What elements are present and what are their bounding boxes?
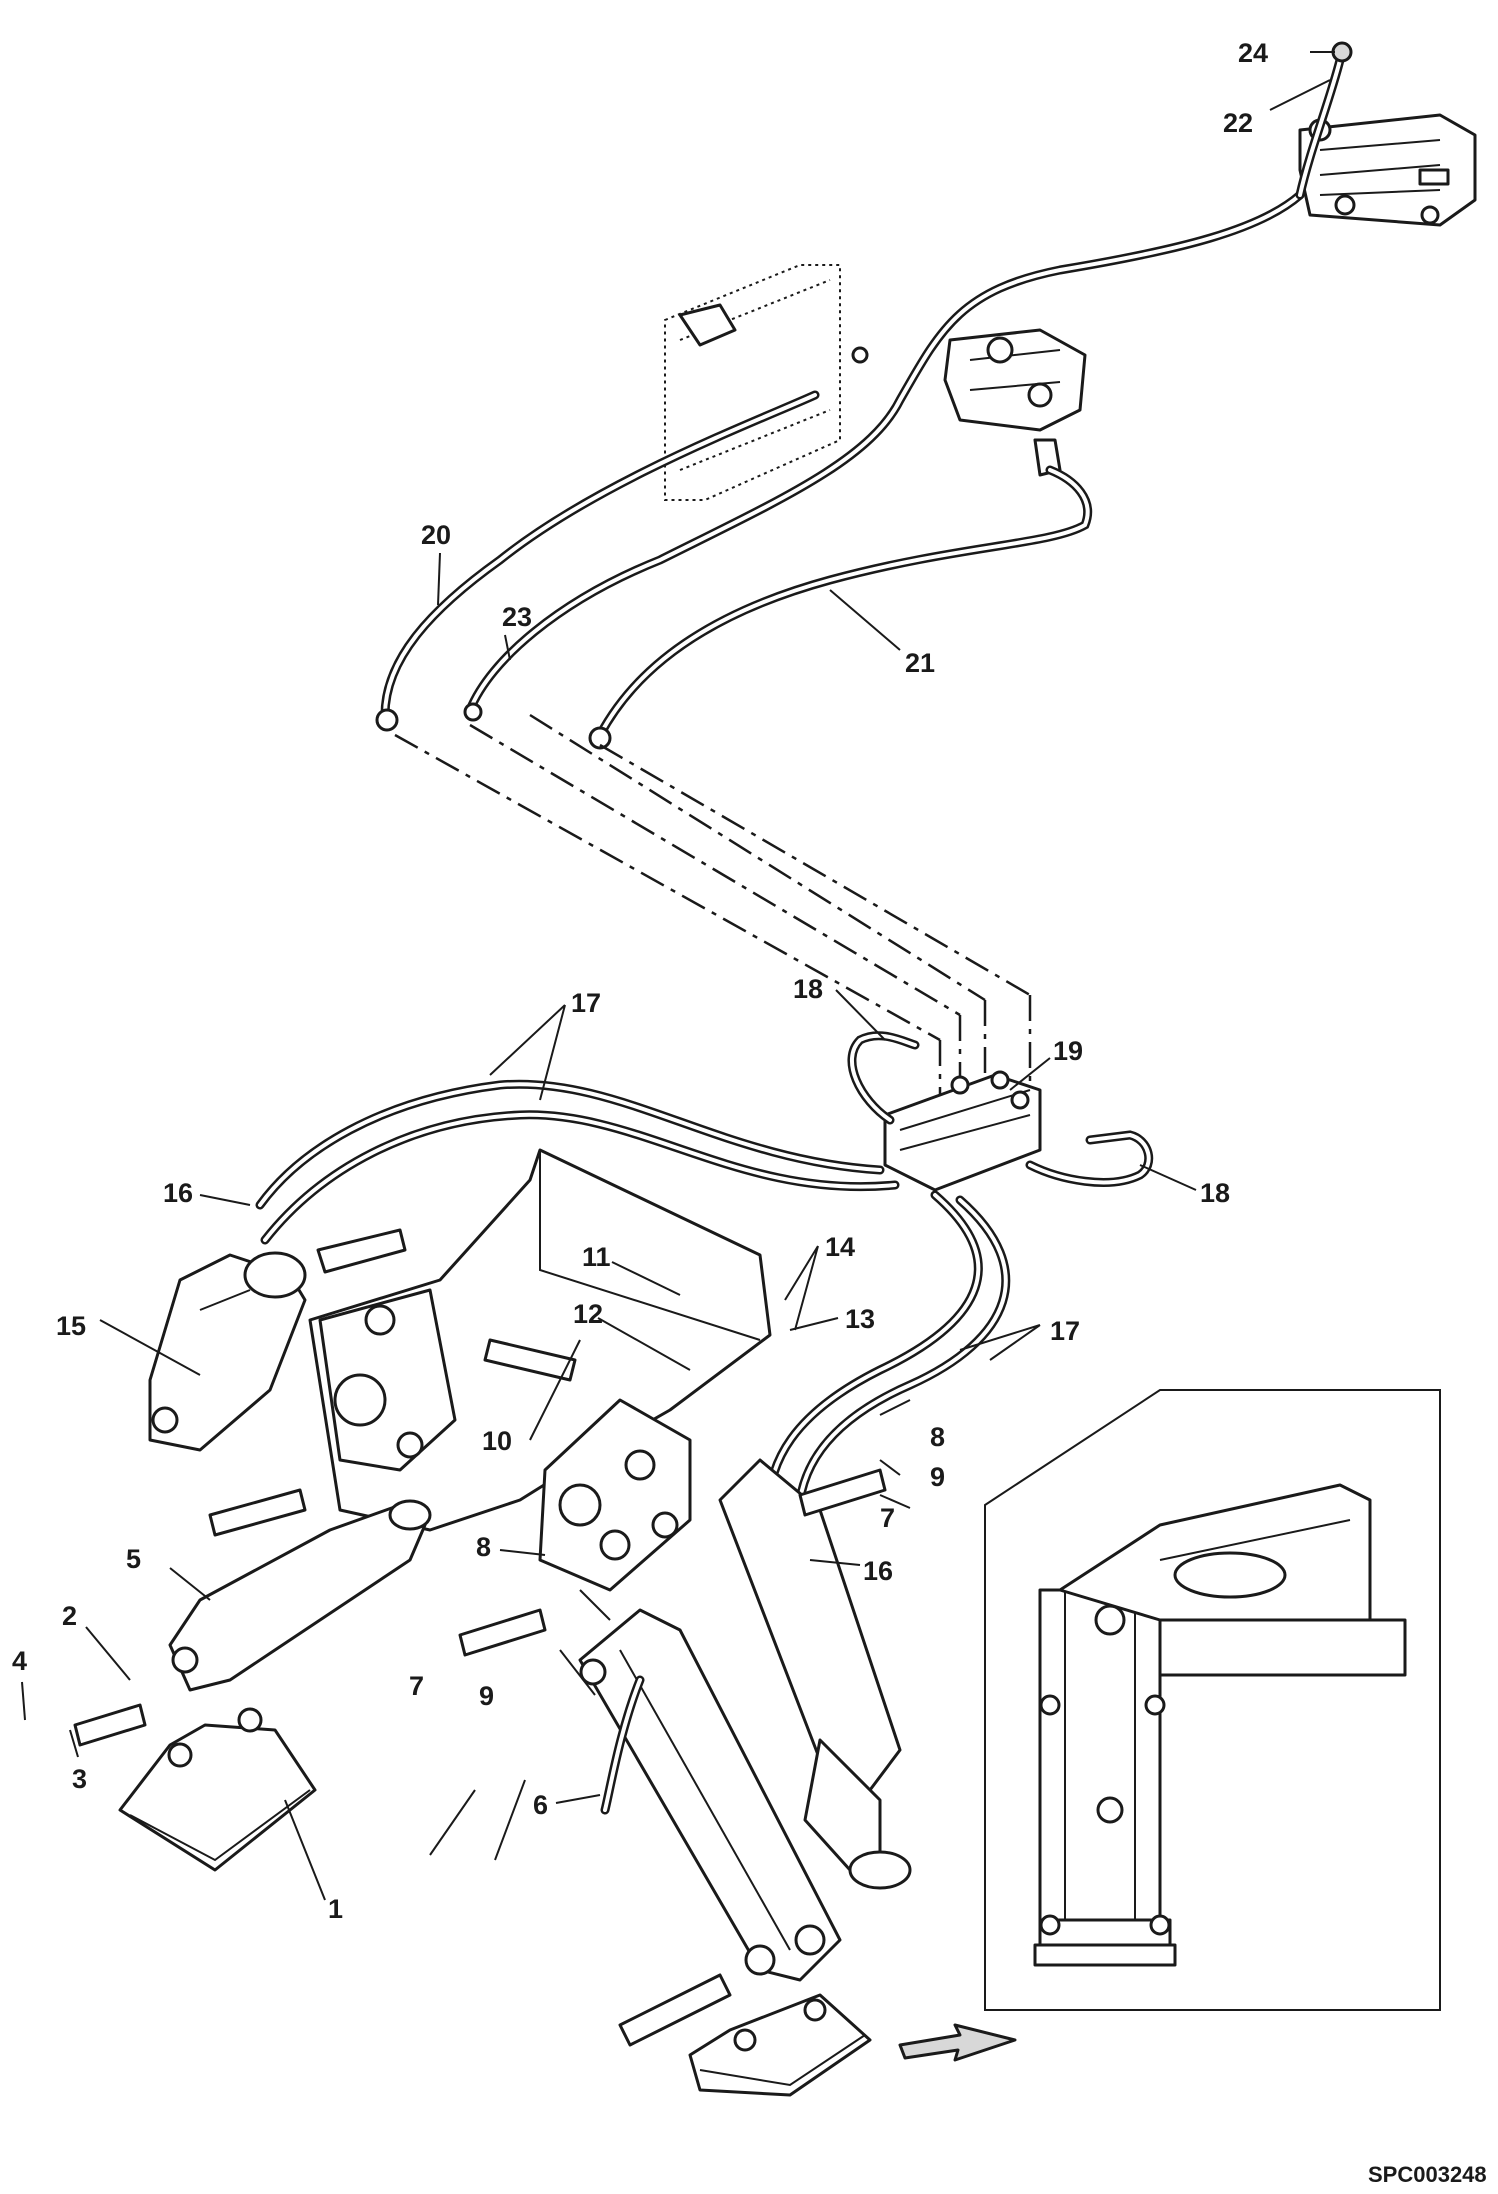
- boom-arm: [578, 1608, 842, 1982]
- foot-plate-lower: [688, 1993, 872, 2097]
- callout-7a: 7: [409, 1671, 424, 1701]
- foot-plate-1: [118, 1707, 317, 1872]
- callout-16a: 16: [163, 1178, 193, 1208]
- callout-17a: 17: [571, 988, 601, 1018]
- pilot-pump-assembly: [943, 328, 1087, 477]
- routing-lines: [394, 713, 1032, 1095]
- callout-22: 22: [1223, 108, 1253, 138]
- callout-11: 11: [582, 1242, 611, 1272]
- hose-18: [847, 1031, 1154, 1187]
- control-valve-assembly: [1298, 113, 1477, 227]
- hose-23: [465, 190, 1305, 715]
- support-bracket-5: [168, 1499, 432, 1692]
- callout-15: 15: [56, 1311, 86, 1341]
- boom-cylinder: [718, 1458, 912, 1890]
- leader-lines: [21, 51, 1335, 1901]
- pins: [73, 1228, 887, 2047]
- callout-24: 24: [1238, 38, 1268, 68]
- callout-23: 23: [502, 602, 532, 632]
- callout-6: 6: [533, 1790, 548, 1820]
- callout-18b: 18: [1200, 1178, 1230, 1208]
- dotted-bracket-panel: [664, 264, 869, 501]
- callout-20: 20: [421, 520, 451, 550]
- swing-plate: [538, 1398, 692, 1592]
- hose-17-upper: [255, 1079, 900, 1245]
- callout-19: 19: [1053, 1036, 1083, 1066]
- callout-21: 21: [905, 648, 935, 678]
- callout-17b: 17: [1050, 1316, 1080, 1346]
- callout-8b: 8: [930, 1422, 945, 1452]
- callout-2: 2: [62, 1601, 77, 1631]
- callout-12: 12: [573, 1299, 603, 1329]
- drawing-code: SPC003248: [1368, 2162, 1487, 2187]
- callout-9b: 9: [930, 1462, 945, 1492]
- valve-19: [883, 1070, 1042, 1192]
- callout-3: 3: [72, 1764, 87, 1794]
- hose-21: [595, 465, 1093, 740]
- callout-5: 5: [126, 1544, 141, 1574]
- inset-detail-view: [984, 1389, 1441, 2011]
- hose-20: [380, 390, 820, 720]
- callout-8a: 8: [476, 1532, 491, 1562]
- boom-bracket-10: [308, 1148, 772, 1532]
- hose-22: [1295, 41, 1353, 200]
- callout-14: 14: [825, 1232, 855, 1262]
- callout-13: 13: [845, 1304, 875, 1334]
- hose-17-lower: [764, 1190, 1011, 1545]
- callout-4: 4: [12, 1646, 27, 1676]
- hose-fittings-upper: [375, 702, 612, 750]
- callout-1: 1: [328, 1894, 343, 1924]
- cylinder-15: [148, 1251, 307, 1452]
- callout-16b: 16: [863, 1556, 893, 1586]
- callout-10: 10: [482, 1426, 512, 1456]
- callout-9a: 9: [479, 1681, 494, 1711]
- view-direction-arrow: [898, 2023, 1017, 2062]
- callout-18a: 18: [793, 974, 823, 1004]
- callout-7b: 7: [880, 1503, 895, 1533]
